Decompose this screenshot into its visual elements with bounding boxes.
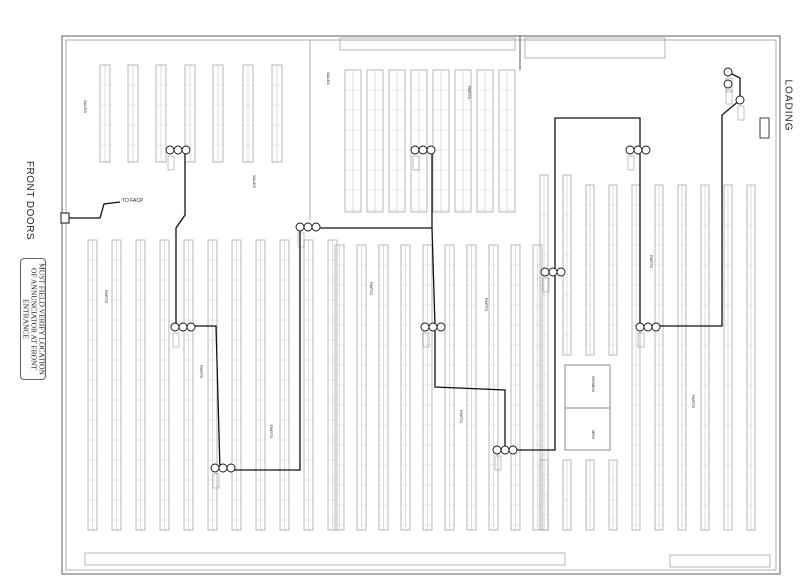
shelf-rack <box>608 459 618 531</box>
loading-label: LOADING <box>782 79 794 132</box>
shelf-rack <box>585 184 595 356</box>
shelf-rack <box>183 239 194 531</box>
sales-label: SALES <box>252 175 257 188</box>
wire-run <box>431 227 506 450</box>
shelf-rack <box>510 244 521 531</box>
shelf-rack <box>723 184 733 531</box>
annunciator-note-text: MUST FIELD VERIFY LOCATION OF ANNUNCIATO… <box>21 263 47 375</box>
parts-label: PARTS <box>269 425 274 438</box>
shelf-rack <box>303 239 314 531</box>
shelf-rack <box>608 184 618 356</box>
shelf-rack <box>466 244 477 531</box>
men-label: MEN <box>591 430 596 439</box>
alarm-device-cluster <box>420 322 446 348</box>
wire-run <box>727 71 741 100</box>
alarm-device-cluster <box>492 445 518 471</box>
wire-run <box>175 152 221 471</box>
parts-label: PARTS <box>649 255 654 268</box>
shelf-rack <box>422 244 433 531</box>
shelf-rack <box>677 184 687 531</box>
shelf-rack <box>654 184 664 531</box>
shelf-rack <box>366 69 384 213</box>
shelf-rack <box>498 69 516 213</box>
shelf-rack <box>562 174 572 356</box>
parts-label: PARTS <box>369 282 374 295</box>
parts-label: PARTS <box>199 365 204 378</box>
wire-run <box>510 99 741 451</box>
annunciator-panel <box>60 212 70 224</box>
shelf-rack <box>746 184 756 531</box>
shelf-rack <box>539 459 549 531</box>
alarm-device-cluster <box>295 222 321 248</box>
shelf-rack <box>344 69 362 213</box>
alarm-device-cluster <box>625 145 651 171</box>
shelf-rack <box>488 244 499 531</box>
shelf-rack <box>585 459 595 531</box>
shelf-rack <box>231 239 242 531</box>
shelf-rack <box>242 64 254 163</box>
shelf-rack <box>159 239 170 531</box>
women-label: WOMEN <box>591 376 596 392</box>
shelf-rack <box>476 69 494 213</box>
front-doors-label: FRONT DOORS <box>24 160 36 241</box>
shelf-rack <box>432 69 450 213</box>
to-facp-label: TO FACP <box>122 198 144 204</box>
shelf-rack <box>184 64 196 163</box>
parts-label: PARTS <box>691 395 696 408</box>
shelf-rack <box>334 244 345 531</box>
alarm-devices <box>60 67 770 489</box>
shelf-rack <box>279 239 290 531</box>
alarm-device-cluster <box>635 322 661 348</box>
parts-label: PARTS <box>484 298 489 311</box>
shelf-rack <box>207 239 218 531</box>
shelf-rack <box>111 239 122 531</box>
shelf-rack <box>562 459 572 531</box>
wire-run <box>228 152 433 471</box>
shelf-rack <box>99 64 111 163</box>
alarm-device-cluster <box>723 67 733 93</box>
alarm-device-cluster <box>723 79 733 105</box>
shelf-rack <box>631 184 641 531</box>
parts-label: PARTS <box>104 290 109 303</box>
shelf-rack <box>135 239 146 531</box>
restrooms <box>564 364 611 451</box>
shelf-rack <box>388 69 406 213</box>
shelf-rack <box>255 239 266 531</box>
parts-label: PARTS <box>467 86 472 99</box>
shelf-rack <box>155 64 167 163</box>
shelf-rack <box>212 64 224 163</box>
building-walls <box>61 35 781 575</box>
shelf-rack <box>410 69 428 213</box>
shelf-rack <box>400 244 411 531</box>
wire-run <box>65 201 121 219</box>
parts-label: PARTS <box>459 410 464 423</box>
shelf-rack <box>127 64 139 163</box>
facp-panel <box>759 117 770 139</box>
sales-label: SALES <box>326 72 331 85</box>
shelf-rack <box>532 244 543 531</box>
shelf-rack <box>700 184 710 531</box>
shelf-rack <box>454 69 472 213</box>
annunciator-note: MUST FIELD VERIFY LOCATION OF ANNUNCIATO… <box>20 258 47 380</box>
alarm-device-cluster <box>170 322 196 348</box>
alarm-device-cluster <box>735 95 745 121</box>
shelf-rack <box>356 244 367 531</box>
alarm-device-cluster <box>410 145 436 171</box>
alarm-device-cluster <box>210 463 236 489</box>
alarm-device-cluster <box>540 267 566 293</box>
sales-label: SALES <box>83 100 88 113</box>
shelving-racks <box>84 37 771 568</box>
shelf-rack <box>87 239 98 531</box>
shelf-rack <box>378 244 389 531</box>
alarm-device-cluster <box>165 145 191 171</box>
shelf-rack <box>271 64 283 163</box>
